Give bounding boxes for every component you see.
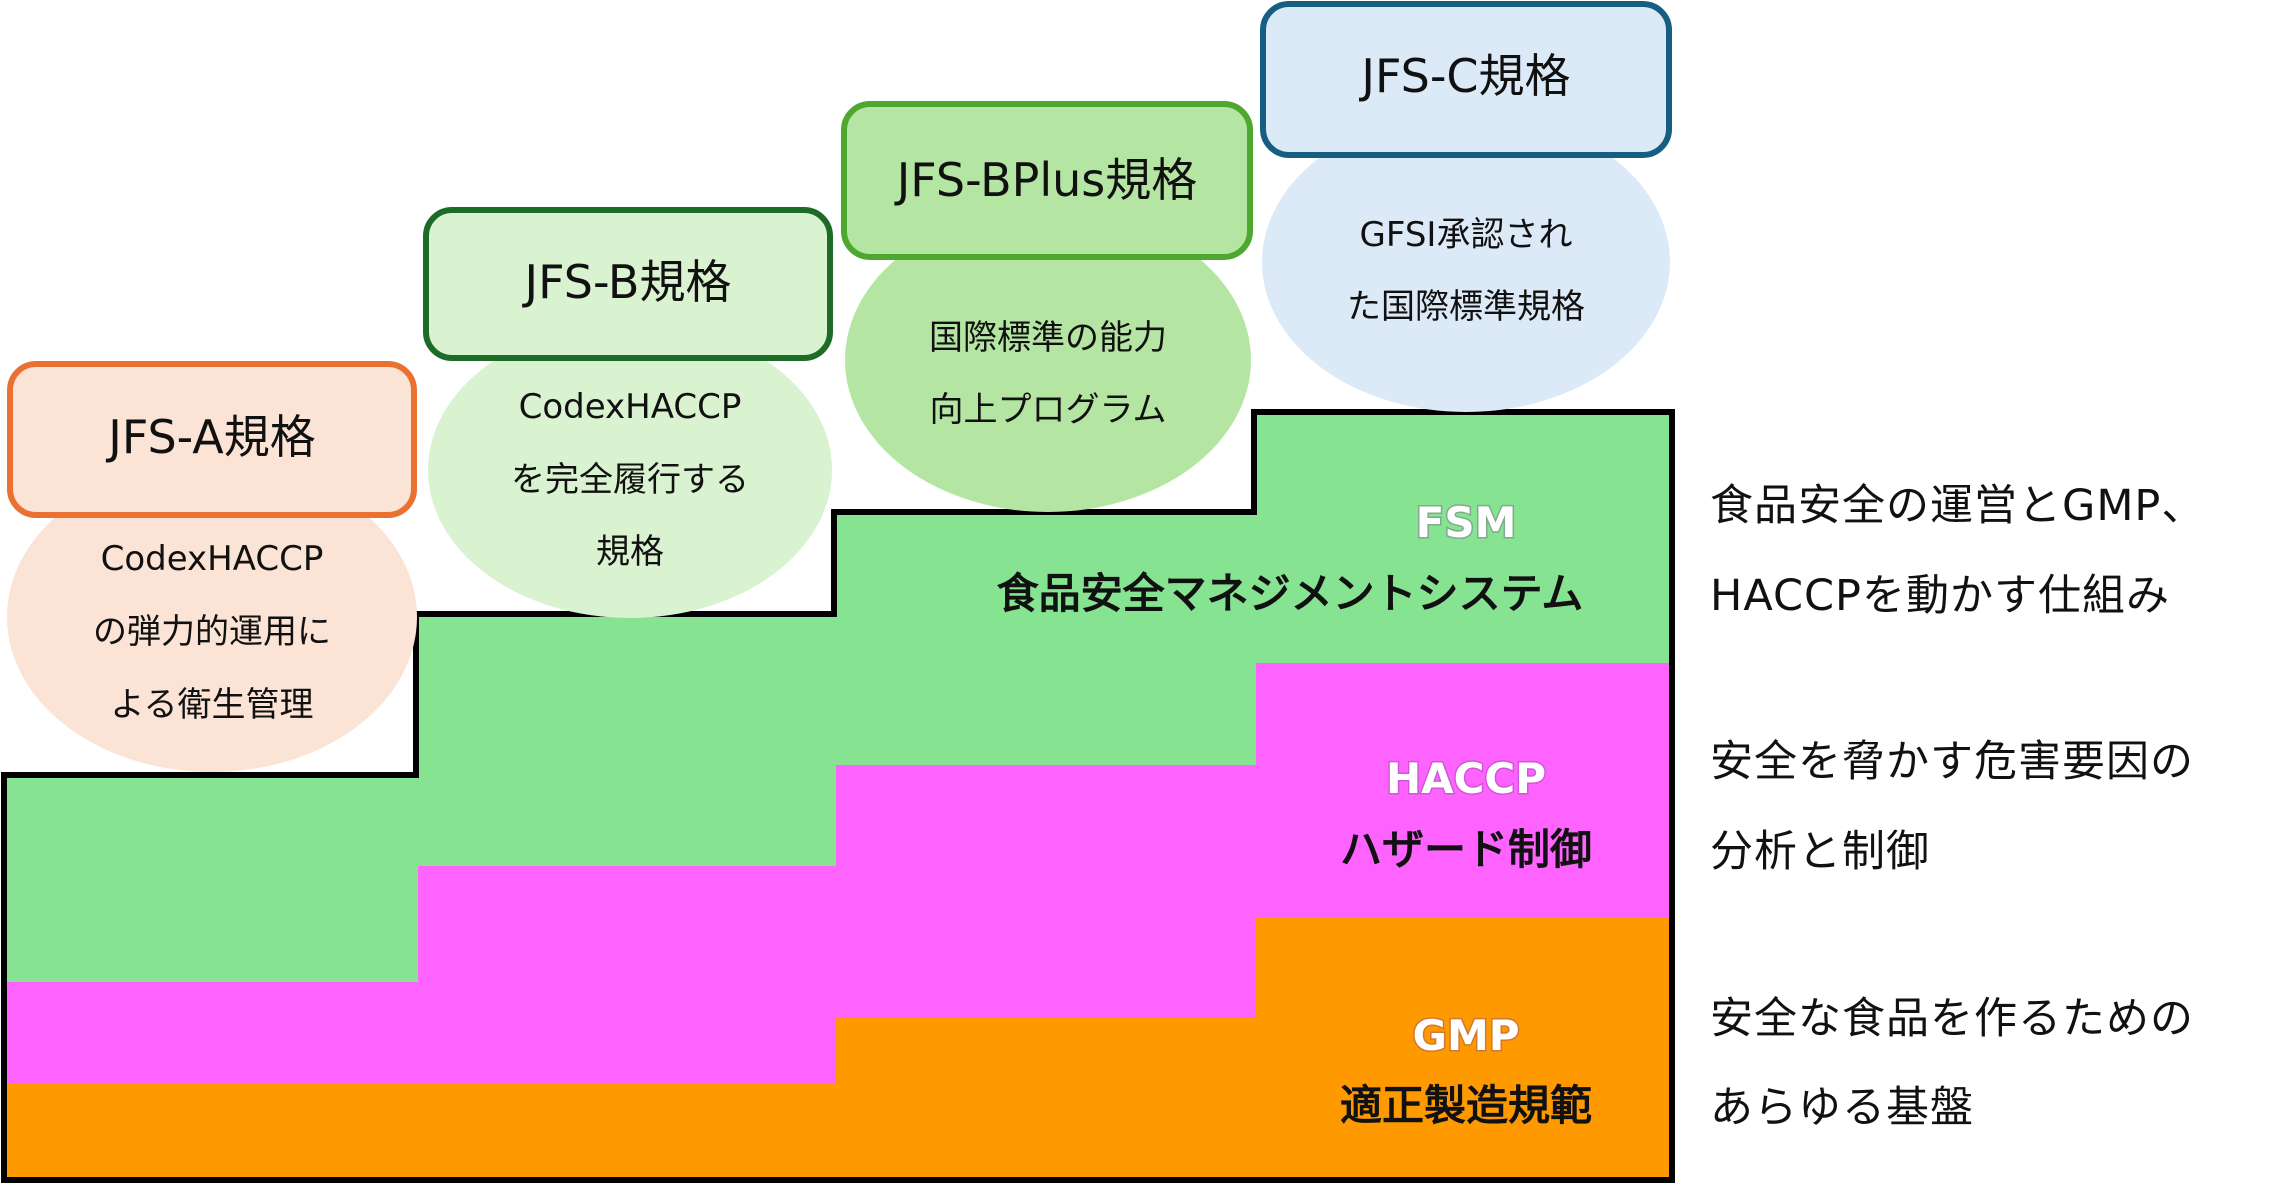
jfs-bplus-description-bubble bbox=[845, 208, 1251, 512]
gmp-name: GMP bbox=[1412, 1011, 1519, 1060]
jfs-c-desc-line-1: GFSI承認され bbox=[1360, 215, 1573, 255]
staircase bbox=[1, 409, 1675, 1183]
gmp-description: 安全な食品を作るための あらゆる基盤 bbox=[1710, 994, 2194, 1133]
jfs-bplus-desc-line-2: 向上プログラム bbox=[930, 390, 1167, 430]
fsm-layer-label: FSM 食品安全マネジメントシステム bbox=[997, 497, 1584, 619]
jfs-b-description-bubble bbox=[428, 322, 832, 618]
haccp-name: HACCP bbox=[1386, 754, 1546, 803]
fsm-name: FSM bbox=[1416, 498, 1517, 547]
haccp-description: 安全を脅かす危害要因の 分析と制御 bbox=[1710, 737, 2194, 877]
jfs-b-desc-line-1: CodexHACCP bbox=[519, 387, 742, 427]
jfs-a-desc-line-1: CodexHACCP bbox=[101, 539, 324, 579]
gmp-desc-line-2: あらゆる基盤 bbox=[1710, 1083, 1974, 1133]
fsm-description: 食品安全の運営とGMP、 HACCPを動かす仕組み bbox=[1710, 481, 2205, 621]
standard-jfs-a: JFS-A規格 CodexHACCP の弾力的運用に よる衛生管理 bbox=[7, 361, 417, 772]
staircase-outline bbox=[1, 409, 1675, 1183]
jfs-c-title: JFS-C規格 bbox=[1358, 49, 1570, 103]
jfs-c-description-bubble bbox=[1262, 112, 1670, 412]
gmp-subtitle: 適正製造規範 bbox=[1340, 1081, 1592, 1130]
jfs-b-desc-line-3: 規格 bbox=[596, 532, 664, 572]
haccp-layer-label: HACCP ハザード制御 bbox=[1340, 753, 1592, 875]
standard-jfs-b: JFS-B規格 CodexHACCP を完全履行する 規格 bbox=[423, 207, 833, 618]
jfs-a-desc-line-2: の弾力的運用に bbox=[93, 612, 331, 652]
haccp-desc-line-2: 分析と制御 bbox=[1710, 827, 1930, 877]
jfs-bplus-desc-line-1: 国際標準の能力 bbox=[929, 318, 1167, 358]
standard-jfs-c: JFS-C規格 GFSI承認され た国際標準規格 bbox=[1260, 1, 1672, 412]
gmp-desc-line-1: 安全な食品を作るための bbox=[1710, 994, 2194, 1044]
haccp-desc-line-1: 安全を脅かす危害要因の bbox=[1710, 737, 2194, 787]
jfs-a-title: JFS-A規格 bbox=[105, 410, 315, 464]
jfs-bplus-title: JFS-BPlus規格 bbox=[894, 153, 1198, 207]
haccp-subtitle: ハザード制御 bbox=[1340, 825, 1592, 874]
jfs-a-title-card bbox=[7, 361, 417, 518]
jfs-b-title: JFS-B規格 bbox=[522, 255, 732, 309]
jfs-a-desc-line-3: よる衛生管理 bbox=[111, 685, 314, 725]
fsm-desc-line-1: 食品安全の運営とGMP、 bbox=[1710, 481, 2205, 531]
fsm-desc-line-2: HACCPを動かす仕組み bbox=[1710, 571, 2170, 621]
jfs-b-title-card bbox=[423, 207, 833, 361]
fsm-subtitle: 食品安全マネジメントシステム bbox=[997, 569, 1584, 618]
jfs-b-desc-line-2: を完全履行する bbox=[511, 460, 749, 500]
standard-jfs-bplus: JFS-BPlus規格 国際標準の能力 向上プログラム bbox=[841, 101, 1253, 512]
jfs-c-desc-line-2: た国際標準規格 bbox=[1347, 287, 1585, 327]
jfs-bplus-title-card bbox=[841, 101, 1253, 260]
gmp-layer-label: GMP 適正製造規範 bbox=[1340, 1010, 1592, 1131]
jfs-c-title-card bbox=[1260, 1, 1672, 158]
jfs-a-description-bubble bbox=[7, 462, 417, 772]
gmp-layer-band bbox=[6, 917, 1670, 1178]
